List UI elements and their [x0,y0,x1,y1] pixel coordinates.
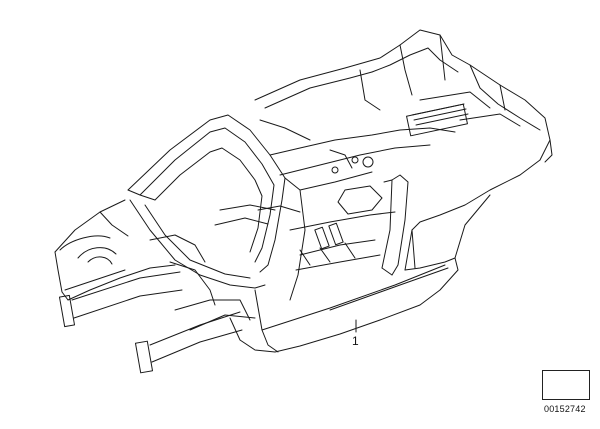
right-side-panel [274,139,553,353]
front-rails [58,271,256,374]
reference-number: 00152742 [544,404,586,414]
callout-label: 1 [352,334,359,348]
reference-box [542,370,590,400]
floor-pan [214,119,456,271]
b-pillar [381,174,409,276]
front-structure [54,199,216,306]
windshield-frame [127,114,306,301]
sill [229,264,446,353]
rear-upper-structure [254,29,551,161]
